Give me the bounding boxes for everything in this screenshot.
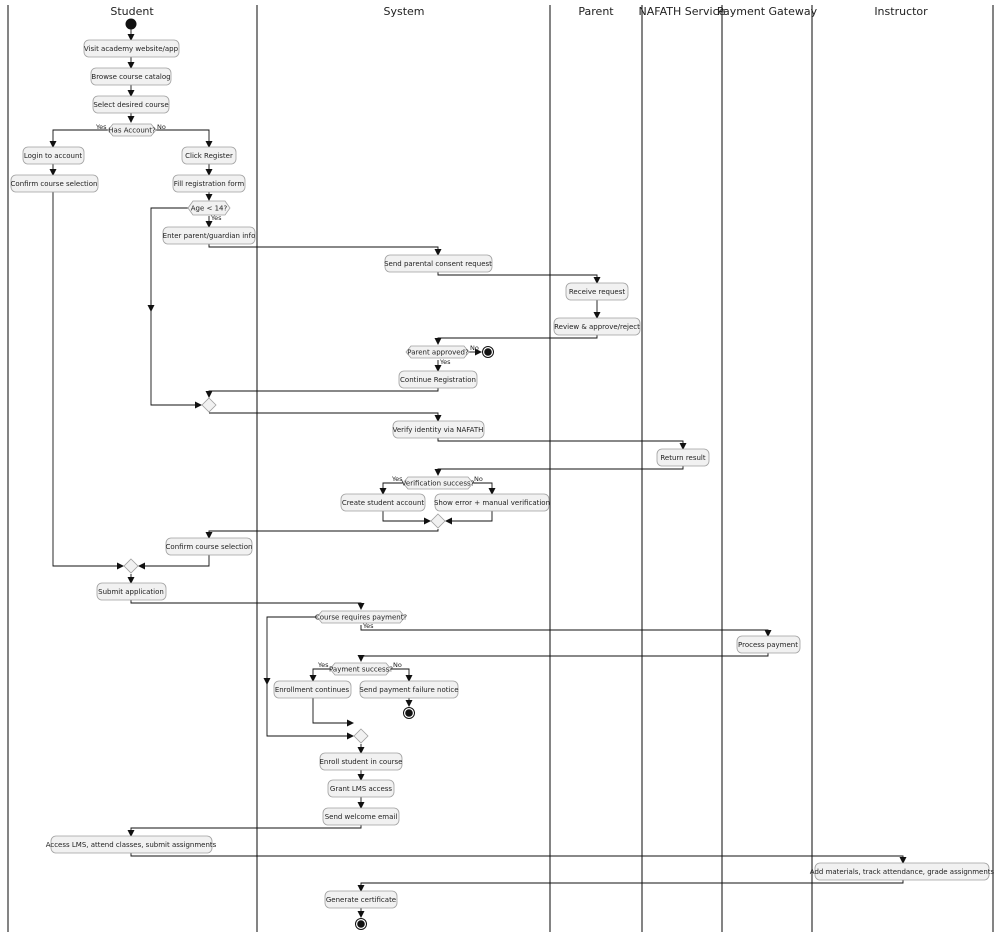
decision-has-account: Has Account? <box>107 123 157 137</box>
lane-title-instructor: Instructor <box>874 5 928 18</box>
guard-payment-yes: Yes <box>317 661 329 669</box>
svg-text:Parent approved?: Parent approved? <box>407 349 469 357</box>
activity-verify-nafath: Verify identity via NAFATH <box>393 420 485 439</box>
svg-text:Select desired course: Select desired course <box>93 101 168 109</box>
guard-has-account-yes: Yes <box>95 123 107 131</box>
activity-return-result: Return result <box>656 448 710 467</box>
svg-text:Visit academy website/app: Visit academy website/app <box>84 45 179 53</box>
activity-process-payment: Process payment <box>736 635 801 654</box>
svg-text:Create student account: Create student account <box>342 499 425 507</box>
activity-create-account: Create student account <box>340 493 426 512</box>
svg-text:Confirm course selection: Confirm course selection <box>11 180 98 188</box>
svg-text:Course requires payment?: Course requires payment? <box>315 614 408 622</box>
svg-text:Fill registration form: Fill registration form <box>174 180 245 188</box>
svg-text:Return result: Return result <box>660 454 706 462</box>
decision-verification: Verification success? <box>402 476 475 490</box>
decision-payment-success: Payment success? <box>329 662 393 676</box>
merge-course-selection <box>123 558 139 574</box>
svg-text:Verify identity via NAFATH: Verify identity via NAFATH <box>393 426 484 434</box>
end-node-payment-failed <box>403 707 415 719</box>
terminal-nodes <box>125 18 494 930</box>
lane-title-system: System <box>383 5 424 18</box>
svg-text:Send payment failure notice: Send payment failure notice <box>359 686 458 694</box>
decision-course-payment: Course requires payment? <box>315 610 408 624</box>
activity-submit-application: Submit application <box>96 582 167 601</box>
activity-show-error: Show error + manual verification <box>434 493 550 512</box>
svg-text:Review & approve/reject: Review & approve/reject <box>554 323 640 331</box>
activities: Visit academy website/app Browse course … <box>11 39 995 909</box>
svg-text:Process payment: Process payment <box>738 641 798 649</box>
guard-payment-no: No <box>393 661 402 669</box>
svg-text:Receive request: Receive request <box>569 288 625 296</box>
svg-text:Continue Registration: Continue Registration <box>400 376 476 384</box>
lane-title-payment-gateway: Payment Gateway <box>717 5 818 18</box>
lane-title-student: Student <box>110 5 154 18</box>
start-node <box>125 18 137 30</box>
flow-edges <box>49 29 907 918</box>
lane-title-parent: Parent <box>578 5 614 18</box>
activity-fill-registration: Fill registration form <box>172 174 246 193</box>
activity-grant-lms: Grant LMS access <box>327 779 395 798</box>
svg-text:Add materials, track attendanc: Add materials, track attendance, grade a… <box>810 868 995 876</box>
merge-age-branch <box>201 397 217 413</box>
decision-parent-approved: Parent approved? <box>405 345 470 359</box>
svg-text:Enrollment continues: Enrollment continues <box>275 686 350 694</box>
svg-text:Login to account: Login to account <box>24 152 83 160</box>
svg-text:Grant LMS access: Grant LMS access <box>330 785 393 793</box>
svg-text:Show error + manual verificati: Show error + manual verification <box>434 499 550 507</box>
guard-verification-yes: Yes <box>391 475 403 483</box>
activity-click-register: Click Register <box>181 146 237 165</box>
activity-enrollment-continues: Enrollment continues <box>273 680 352 699</box>
activity-receive-request: Receive request <box>565 282 629 301</box>
merge-payment <box>353 728 369 744</box>
activity-visit-website: Visit academy website/app <box>83 39 180 58</box>
guard-labels: Yes No Yes No Yes Yes No Yes Yes No <box>95 123 483 669</box>
svg-text:Confirm course selection: Confirm course selection <box>166 543 253 551</box>
guard-course-payment-yes: Yes <box>362 622 374 630</box>
activity-browse-catalog: Browse course catalog <box>90 67 172 86</box>
guard-parent-yes: Yes <box>439 358 451 366</box>
activity-welcome-email: Send welcome email <box>322 807 400 826</box>
svg-text:Click Register: Click Register <box>185 152 233 160</box>
guard-age-yes: Yes <box>210 214 222 222</box>
activity-access-lms: Access LMS, attend classes, submit assig… <box>46 835 217 854</box>
guard-has-account-no: No <box>157 123 166 131</box>
activity-confirm-selection-1: Confirm course selection <box>11 174 99 193</box>
activity-select-course: Select desired course <box>92 95 170 114</box>
svg-text:Send welcome email: Send welcome email <box>325 813 398 821</box>
decision-age: Age < 14? <box>187 200 231 216</box>
svg-text:Enter parent/guardian info: Enter parent/guardian info <box>163 232 256 240</box>
activity-review-approve: Review & approve/reject <box>553 317 641 336</box>
end-node-final <box>355 918 367 930</box>
guard-parent-no: No <box>470 344 479 352</box>
end-node-parent-rejected <box>482 346 494 358</box>
activity-parent-info: Enter parent/guardian info <box>162 226 256 245</box>
svg-text:Payment success?: Payment success? <box>329 666 393 674</box>
lane-title-nafath-service: NAFATH Service <box>639 5 726 18</box>
swimlane-titles: Student System Parent NAFATH Service Pay… <box>110 5 928 18</box>
decisions: Has Account? Age < 14? Parent approved? … <box>107 123 475 744</box>
guard-verification-no: No <box>474 475 483 483</box>
activity-send-consent: Send parental consent request <box>384 254 493 273</box>
svg-text:Browse course catalog: Browse course catalog <box>91 73 170 81</box>
activity-confirm-selection-2: Confirm course selection <box>166 537 253 556</box>
swimlane-separators <box>7 5 994 932</box>
activity-generate-certificate: Generate certificate <box>324 890 398 909</box>
svg-text:Submit application: Submit application <box>98 588 164 596</box>
svg-text:Generate certificate: Generate certificate <box>326 896 396 904</box>
svg-text:Age < 14?: Age < 14? <box>191 205 228 213</box>
activity-add-materials: Add materials, track attendance, grade a… <box>810 862 995 881</box>
merge-verification <box>430 513 446 529</box>
svg-text:Enroll student in course: Enroll student in course <box>320 758 403 766</box>
activity-payment-failure: Send payment failure notice <box>359 680 459 699</box>
activity-enroll-student: Enroll student in course <box>320 752 403 771</box>
svg-text:Verification success?: Verification success? <box>402 480 475 488</box>
svg-text:Has Account?: Has Account? <box>108 127 156 135</box>
activity-continue-registration: Continue Registration <box>398 370 478 389</box>
activity-login: Login to account <box>22 146 85 165</box>
svg-text:Access LMS, attend classes, su: Access LMS, attend classes, submit assig… <box>46 841 217 849</box>
svg-text:Send parental consent request: Send parental consent request <box>384 260 492 268</box>
